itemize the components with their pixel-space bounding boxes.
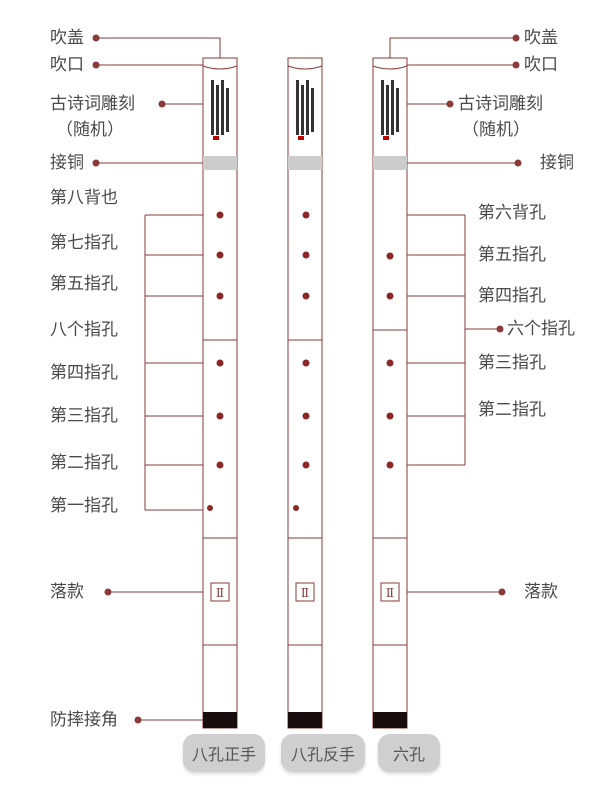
finger-hole (386, 461, 394, 469)
label-mouthpiece-right: 吹口 (524, 55, 558, 75)
poem-carving (381, 80, 399, 140)
poem-carving (211, 80, 229, 140)
finger-hole (302, 292, 310, 300)
finger-hole (293, 505, 299, 511)
anti-fall-cap (203, 712, 237, 728)
seal-box (380, 582, 400, 602)
label-hole-1: 第一指孔 (50, 496, 118, 516)
label-poem-random-right: （随机） (462, 120, 530, 140)
label-hole-3-right: 第三指孔 (478, 353, 546, 373)
finger-hole (216, 292, 224, 300)
seal-box (295, 582, 315, 602)
flute-eight-hole-reverse: Ⅱ (287, 57, 323, 729)
anti-fall-cap (288, 712, 322, 728)
label-hole-5-right: 第五指孔 (478, 245, 546, 265)
right-leaders (389, 34, 522, 596)
finger-hole (216, 461, 224, 469)
tab-eight-hole-front[interactable]: 八孔正手 (183, 734, 265, 772)
label-blow-cap: 吹盖 (50, 28, 84, 48)
finger-hole (386, 412, 394, 420)
seal-glyph: Ⅱ (386, 586, 394, 600)
label-poem-carving-right: 古诗词雕刻 (458, 94, 543, 114)
seal-box (210, 582, 230, 602)
label-eight-holes: 八个指孔 (50, 320, 118, 340)
mouthpiece-notch (372, 65, 408, 70)
label-hole-3: 第三指孔 (50, 406, 118, 426)
label-hole-4-right: 第四指孔 (478, 286, 546, 306)
finger-hole (302, 251, 310, 259)
anti-fall-cap (373, 712, 407, 728)
finger-hole (216, 211, 224, 219)
finger-hole (302, 412, 310, 420)
finger-hole (386, 292, 394, 300)
seal-glyph: Ⅱ (216, 586, 224, 600)
label-anti-fall-cap: 防摔接角 (50, 710, 118, 730)
label-hole-8: 第八背也 (50, 188, 118, 208)
copper-joint-band (288, 156, 322, 170)
finger-hole (216, 359, 224, 367)
label-poem-carving: 古诗词雕刻 (50, 94, 135, 114)
copper-joint-band (373, 156, 407, 170)
label-hole-6-right: 第六背孔 (478, 203, 546, 223)
tab-six-hole[interactable]: 六孔 (378, 734, 440, 772)
poem-carving (296, 80, 314, 140)
label-hole-4: 第四指孔 (50, 363, 118, 383)
label-hole-2: 第二指孔 (50, 453, 118, 473)
seal-glyph: Ⅱ (301, 586, 309, 600)
flute-eight-hole-front: Ⅱ (202, 57, 238, 729)
finger-hole (302, 359, 310, 367)
label-copper-joint-right: 接铜 (540, 153, 574, 173)
finger-hole (216, 412, 224, 420)
mouthpiece-notch (287, 65, 323, 70)
tab-eight-hole-reverse[interactable]: 八孔反手 (281, 734, 365, 772)
label-copper-joint: 接铜 (50, 153, 84, 173)
copper-joint-band (203, 156, 237, 170)
label-hole-7: 第七指孔 (50, 233, 118, 253)
label-six-holes-right: 六个指孔 (507, 319, 575, 339)
finger-hole (216, 251, 224, 259)
label-blow-cap-right: 吹盖 (524, 28, 558, 48)
flute-six-hole: Ⅱ (372, 57, 408, 729)
label-hole-2-right: 第二指孔 (478, 400, 546, 420)
label-inscription: 落款 (50, 582, 84, 602)
left-leaders (92, 34, 221, 724)
finger-hole (302, 211, 310, 219)
finger-hole (386, 252, 394, 260)
label-inscription-right: 落款 (524, 582, 558, 602)
label-hole-5: 第五指孔 (50, 274, 118, 294)
finger-hole (386, 359, 394, 367)
mouthpiece-notch (202, 65, 238, 70)
finger-hole (302, 461, 310, 469)
label-poem-random: （随机） (56, 120, 124, 140)
label-mouthpiece: 吹口 (50, 55, 84, 75)
finger-hole (207, 505, 213, 511)
